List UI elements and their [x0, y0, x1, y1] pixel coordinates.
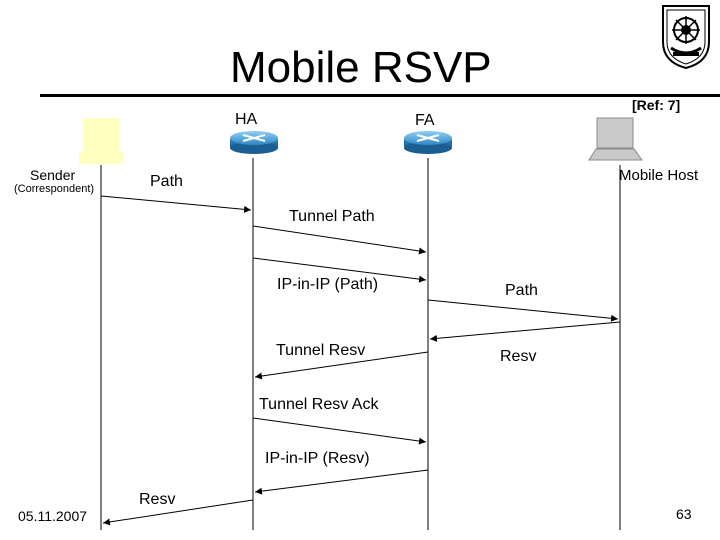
arrow-resv-mh-to-fa: [429, 321, 621, 342]
message-path-fa-mh: Path: [505, 282, 538, 299]
message-resv-mh-fa: Resv: [500, 348, 537, 365]
message-path-sender-ha: Path: [150, 173, 183, 190]
university-seal-logo: [662, 5, 710, 70]
arrow-resv-ha-to-sender: [102, 499, 254, 526]
mobile-host-laptop-icon: [588, 117, 643, 161]
sender-label: Sender: [30, 167, 76, 183]
slide-date: 05.11.2007: [18, 508, 88, 524]
message-ipip-path: IP-in-IP (Path): [277, 276, 379, 293]
sender-device-icon: [79, 118, 124, 164]
message-tunnel-resv-ack: Tunnel Resv Ack: [259, 396, 379, 413]
arrow-tunnel-resv: [254, 351, 429, 380]
title-divider: [40, 94, 720, 97]
arrow-path-sender-to-ha: [100, 195, 252, 213]
fa-label: FA: [415, 112, 435, 129]
message-tunnel-resv: Tunnel Resv: [276, 342, 366, 359]
arrow-ipip-resv: [254, 469, 429, 495]
slide-title: Mobile RSVP: [230, 43, 492, 92]
arrow-tunnel-path: [252, 225, 427, 255]
arrow-path-fa-to-mh: [427, 299, 619, 322]
mobile-host-label: Mobile Host: [619, 167, 699, 184]
arrow-ipip-path: [252, 257, 427, 283]
fa-router-icon: [404, 131, 452, 154]
reference-label: [Ref: 7]: [632, 97, 681, 113]
message-ipip-resv: IP-in-IP (Resv): [265, 450, 370, 467]
page-number: 63: [676, 506, 692, 522]
ha-router-icon: [230, 131, 278, 154]
message-tunnel-path: Tunnel Path: [289, 208, 375, 225]
message-resv-ha-sender: Resv: [139, 491, 176, 508]
ha-label: HA: [235, 111, 258, 128]
sender-sublabel: (Correspondent): [14, 183, 95, 195]
arrow-tunnel-resv-ack: [252, 417, 427, 445]
